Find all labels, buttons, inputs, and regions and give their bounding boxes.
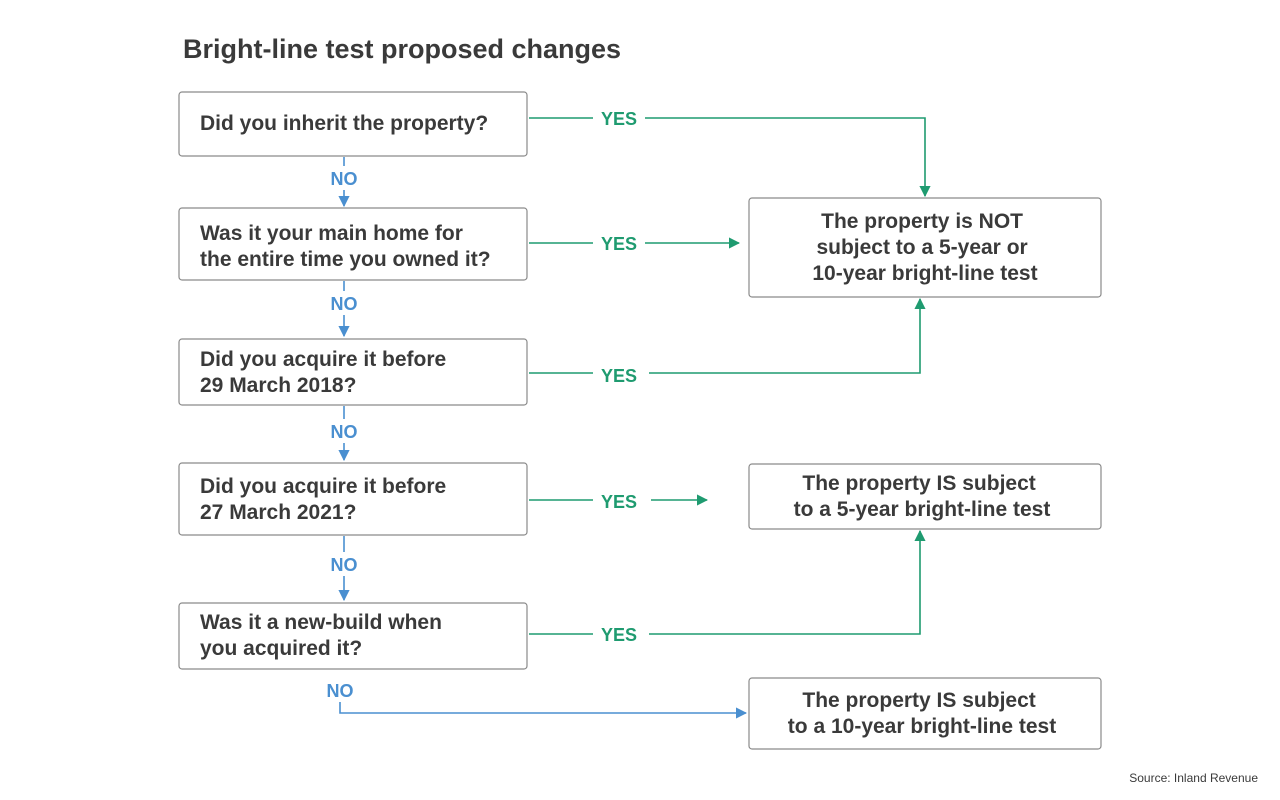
question-text: Was it a new-build when you acquired it? <box>200 611 448 660</box>
question-line: Did you acquire it before <box>200 348 446 371</box>
yes-label: YES <box>601 366 637 386</box>
question-text: Did you acquire it before 29 March 2018? <box>200 348 452 397</box>
outcome-box <box>748 677 1102 750</box>
question-line: Was it your main home for <box>200 222 463 245</box>
outcome-5-year: The property IS subject to a 5-year brig… <box>748 463 1102 530</box>
question-box <box>178 462 528 536</box>
no-label: NO <box>331 422 358 442</box>
no-connector-5: NO <box>327 681 748 719</box>
question-line: Was it a new-build when <box>200 611 442 634</box>
connector-arrow <box>649 529 926 635</box>
outcome-text: The property is NOT subject to a 5-year … <box>812 210 1037 285</box>
outcome-text: The property IS subject to a 5-year brig… <box>794 472 1051 521</box>
connector-arrow <box>339 702 748 719</box>
question-box <box>178 338 528 406</box>
question-line: Did you acquire it before <box>200 475 446 498</box>
question-line: 27 March 2021? <box>200 501 356 524</box>
yes-connector-inherit: YES <box>529 109 931 198</box>
question-line: you acquired it? <box>200 637 362 660</box>
no-connector-1: NO <box>331 157 358 208</box>
source-note: Source: Inland Revenue <box>1129 771 1258 785</box>
question-main-home: Was it your main home for the entire tim… <box>178 207 528 281</box>
yes-label: YES <box>601 109 637 129</box>
outcome-box <box>748 463 1102 530</box>
yes-label: YES <box>601 625 637 645</box>
question-line: Did you inherit the property? <box>200 112 488 135</box>
no-connector-4: NO <box>331 536 358 602</box>
no-label: NO <box>331 294 358 314</box>
connector-arrow <box>645 117 931 198</box>
outcome-line: subject to a 5-year or <box>816 236 1027 259</box>
no-label: NO <box>331 555 358 575</box>
outcome-line: The property is NOT <box>821 210 1023 233</box>
yes-label: YES <box>601 492 637 512</box>
question-before-2018: Did you acquire it before 29 March 2018? <box>178 338 528 406</box>
no-connector-2: NO <box>331 281 358 338</box>
outcome-10-year: The property IS subject to a 10-year bri… <box>748 677 1102 750</box>
outcome-line: The property IS subject <box>802 472 1035 495</box>
no-label: NO <box>331 169 358 189</box>
outcome-box <box>748 197 1102 298</box>
question-text: Did you inherit the property? <box>200 112 488 135</box>
yes-label: YES <box>601 234 637 254</box>
yes-connector-before-2021: YES <box>529 492 709 512</box>
question-line: the entire time you owned it? <box>200 248 491 271</box>
yes-connector-new-build: YES <box>529 529 926 645</box>
no-connector-3: NO <box>331 406 358 462</box>
connector-arrow <box>649 297 926 374</box>
outcome-line: The property IS subject <box>802 689 1035 712</box>
question-before-2021: Did you acquire it before 27 March 2021? <box>178 462 528 536</box>
question-text: Did you acquire it before 27 March 2021? <box>200 475 452 524</box>
yes-connector-main-home: YES <box>529 234 741 254</box>
outcome-line: to a 5-year bright-line test <box>794 498 1051 521</box>
question-box <box>178 602 528 670</box>
page-title: Bright-line test proposed changes <box>183 34 621 64</box>
yes-connector-before-2018: YES <box>529 297 926 386</box>
question-new-build: Was it a new-build when you acquired it? <box>178 602 528 670</box>
question-text: Was it your main home for the entire tim… <box>200 222 491 271</box>
question-inherit: Did you inherit the property? <box>178 91 528 157</box>
outcome-line: to a 10-year bright-line test <box>788 715 1056 738</box>
outcome-not-subject: The property is NOT subject to a 5-year … <box>748 197 1102 298</box>
question-line: 29 March 2018? <box>200 374 356 397</box>
no-label: NO <box>327 681 354 701</box>
question-box <box>178 207 528 281</box>
outcome-line: 10-year bright-line test <box>812 262 1037 285</box>
question-box <box>178 91 528 157</box>
outcome-text: The property IS subject to a 10-year bri… <box>788 689 1056 738</box>
